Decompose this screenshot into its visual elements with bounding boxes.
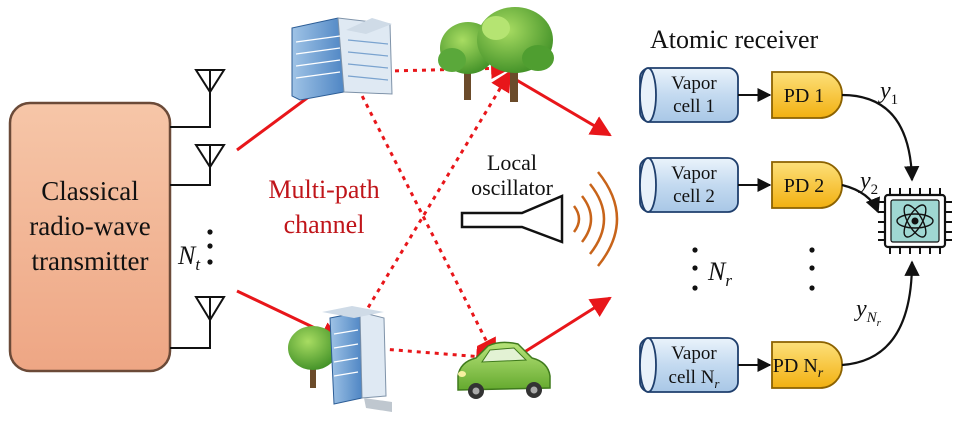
vapor-cell-n-line2: cell Nr <box>669 367 721 391</box>
pd-1-label: PD 1 <box>784 85 825 107</box>
vapor-cell-2-line1: Vapor <box>671 163 717 184</box>
vapor-cell: Vapor cell 1 <box>639 67 739 123</box>
antenna-count-label: Nt <box>177 241 201 274</box>
photodetector: PD Nr <box>771 341 843 389</box>
vapor-cell-1-line1: Vapor <box>671 73 717 94</box>
output-label-1: y1 <box>878 78 898 108</box>
antenna-icon <box>194 296 226 322</box>
transmitter-label-line3: transmitter <box>32 246 149 276</box>
receiver-ellipsis <box>692 247 815 291</box>
vapor-cell-2-line2: cell 2 <box>673 186 715 207</box>
photodetector: PD 1 <box>771 71 843 119</box>
pd-2-label: PD 2 <box>784 175 825 197</box>
transmitter-label-line2: radio-wave <box>29 211 150 241</box>
output-label-n: yNr <box>854 296 882 329</box>
antenna-feed-2 <box>170 162 211 186</box>
ray-building2-car <box>344 344 498 367</box>
antenna-feed-1 <box>170 88 211 128</box>
building-icon <box>291 17 393 101</box>
cell-pd-links <box>738 88 772 372</box>
photodetector: PD 2 <box>771 161 843 209</box>
antenna-feed-3 <box>170 318 211 349</box>
pd-n-label: PD Nr <box>773 355 824 381</box>
antenna-icon <box>194 144 226 169</box>
channel-label-line1: Multi-path <box>268 175 379 204</box>
atom-chip-icon <box>878 188 952 254</box>
vapor-cell-1-line2: cell 1 <box>673 96 715 117</box>
antenna-feeds <box>170 88 211 349</box>
oscillator-label-line2: oscillator <box>471 175 554 200</box>
transmitter: Classical radio-wave transmitter <box>8 101 172 373</box>
pd-processor-links <box>841 93 920 367</box>
horn-antenna-icon <box>460 194 564 244</box>
tree-icon <box>477 7 554 102</box>
output-label-2: y2 <box>858 168 878 198</box>
channel-label-line2: channel <box>284 210 365 239</box>
ray-tree-receiver <box>507 73 612 137</box>
car-icon <box>457 341 551 399</box>
building-icon <box>322 306 392 412</box>
antenna-icon <box>194 69 226 94</box>
receiver-count-label: Nr <box>707 257 732 290</box>
wave-icon <box>572 171 619 267</box>
tree-icon <box>288 326 338 388</box>
transmitter-label-line1: Classical <box>41 176 138 206</box>
antenna-ellipsis <box>207 229 213 265</box>
receiver-title: Atomic receiver <box>650 25 819 54</box>
vapor-cell: Vapor cell 2 <box>639 157 739 213</box>
vapor-cell-n-line1: Vapor <box>671 343 717 364</box>
oscillator-label-line1: Local <box>487 150 537 175</box>
vapor-cell: Vapor cell Nr <box>639 337 739 393</box>
transmitter-box <box>8 101 172 373</box>
